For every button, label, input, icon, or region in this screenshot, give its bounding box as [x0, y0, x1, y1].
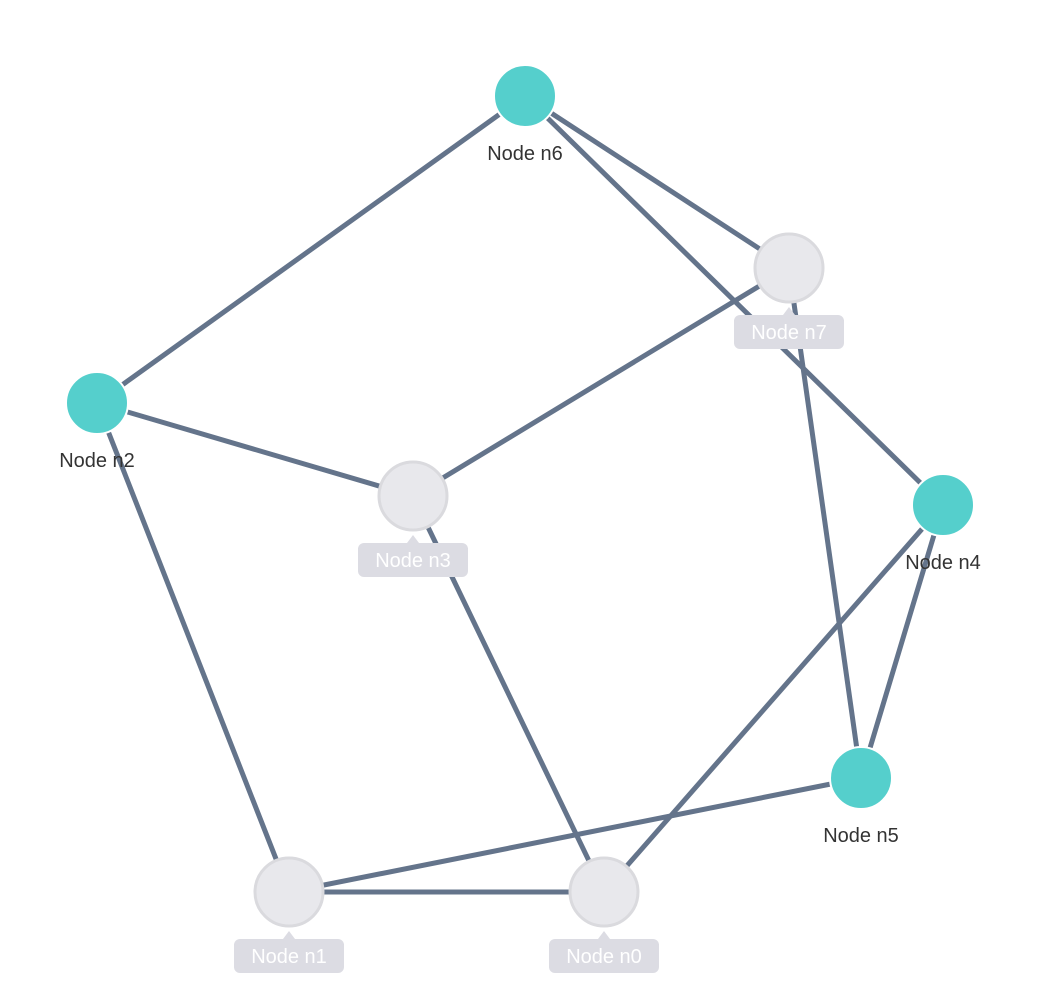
node-badge-pointer-n0: [598, 931, 610, 939]
node-badge-bg-n7: [734, 315, 844, 349]
node-badge-bg-n0: [549, 939, 659, 973]
active-labels-layer: Node n2 Node n4 Node n5 Node n6: [59, 143, 981, 847]
edge-n6-n2: [94, 93, 528, 406]
edges-layer: [94, 93, 946, 895]
edge-n7-n5: [786, 265, 864, 781]
node-label-n4: Node n4: [905, 552, 981, 574]
edge-n2-n3: [94, 400, 416, 499]
node-label-n5: Node n5: [823, 825, 899, 847]
edge-n7-n3: [410, 265, 792, 499]
node-label-n2: Node n2: [59, 450, 135, 472]
node-n1[interactable]: [253, 856, 325, 928]
node-badge-n3: Node n3: [358, 535, 468, 577]
node-n5[interactable]: [829, 746, 893, 810]
node-badge-n1: Node n1: [234, 931, 344, 973]
inactive-labels-layer: Node n0 Node n1 Node n3 Node n7: [234, 307, 844, 973]
node-badge-pointer-n3: [407, 535, 419, 543]
node-n0[interactable]: [568, 856, 640, 928]
edge-n4-n0: [601, 502, 946, 895]
node-badge-bg-n1: [234, 939, 344, 973]
node-n4[interactable]: [911, 473, 975, 537]
node-n6[interactable]: [493, 64, 557, 128]
node-label-n1: Node n1: [251, 946, 327, 968]
node-n2[interactable]: [65, 371, 129, 435]
nodes-layer: [65, 64, 975, 928]
node-label-n0: Node n0: [566, 946, 642, 968]
edge-n4-n5: [858, 502, 946, 781]
node-label-n6: Node n6: [487, 143, 563, 165]
node-label-n7: Node n7: [751, 322, 827, 344]
node-badge-n7: Node n7: [734, 307, 844, 349]
node-badge-bg-n3: [358, 543, 468, 577]
node-n3[interactable]: [377, 460, 449, 532]
edge-n5-n1: [286, 775, 864, 895]
node-badge-pointer-n7: [783, 307, 795, 315]
node-label-n3: Node n3: [375, 550, 451, 572]
node-badge-n0: Node n0: [549, 931, 659, 973]
edge-n2-n1: [94, 400, 292, 895]
node-n7[interactable]: [753, 232, 825, 304]
node-badge-pointer-n1: [283, 931, 295, 939]
edge-n6-n7: [522, 93, 792, 271]
